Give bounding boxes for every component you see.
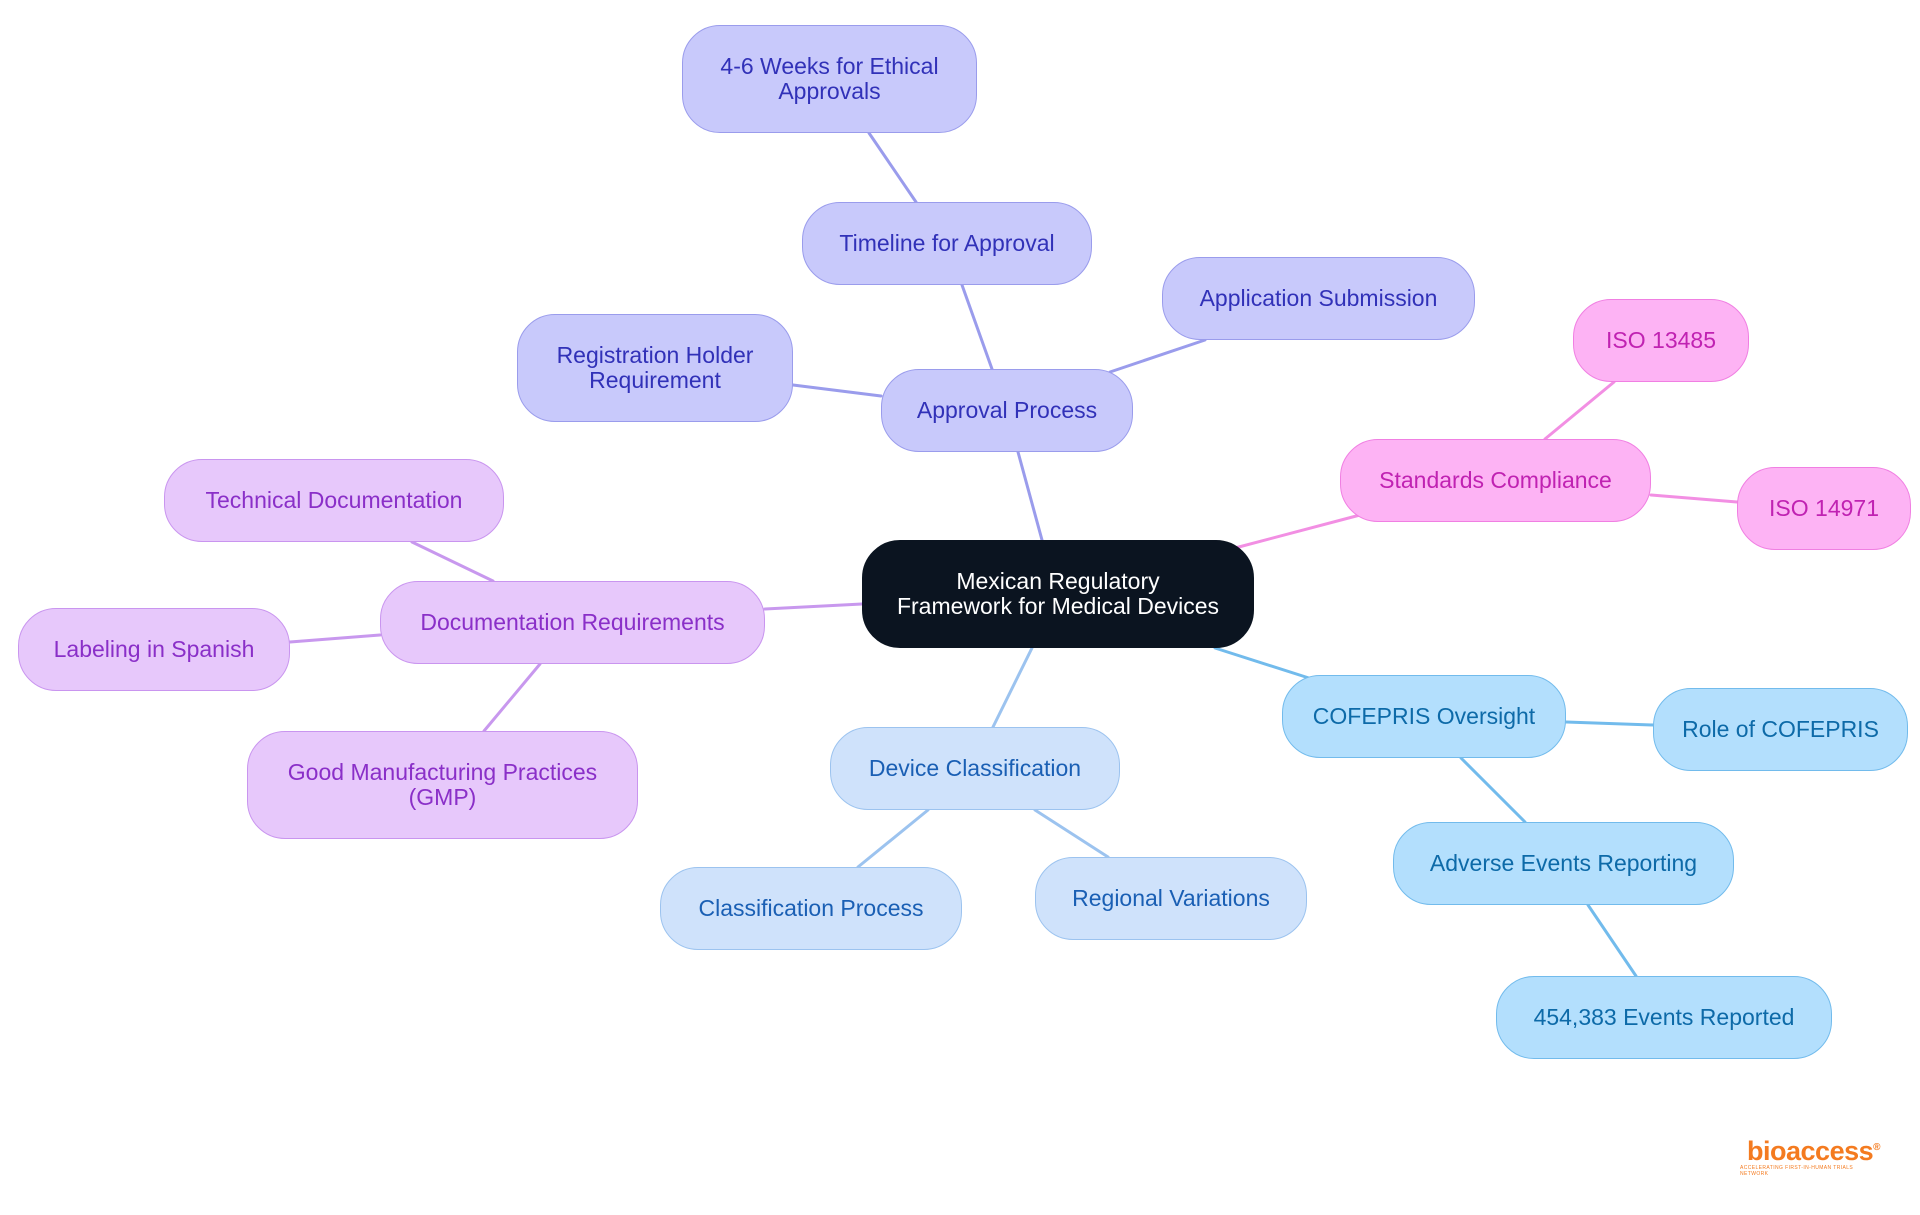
- gmp-node: Good Manufacturing Practices (GMP): [247, 731, 638, 839]
- edge-approval-application: [1108, 338, 1207, 374]
- approval-process-node: Approval Process: [881, 369, 1133, 452]
- edge-root-cofepris: [1213, 646, 1314, 681]
- edge-root-approval: [1016, 450, 1044, 542]
- application-submission-node: Application Submission: [1162, 257, 1475, 340]
- edge-timeline-ethical: [867, 131, 918, 204]
- iso-14971-node: ISO 14971: [1737, 467, 1911, 550]
- role-of-cofepris-node: Role of COFEPRIS: [1653, 688, 1908, 771]
- logo-tagline: ACCELERATING FIRST-IN-HUMAN TRIALS NETWO…: [1740, 1165, 1854, 1177]
- edge-standards-iso13485: [1543, 380, 1616, 441]
- iso-13485-node: ISO 13485: [1573, 299, 1749, 382]
- edge-approval-timeline: [960, 283, 994, 371]
- adverse-events-reporting-node: Adverse Events Reporting: [1393, 822, 1734, 905]
- edge-approval-holder: [791, 383, 883, 398]
- regional-variations-node: Regional Variations: [1035, 857, 1307, 940]
- bioaccess-logo: bioaccess® ACCELERATING FIRST-IN-HUMAN T…: [1740, 1134, 1880, 1177]
- logo-wordmark: bioaccess®: [1747, 1136, 1880, 1166]
- standards-compliance-node: Standards Compliance: [1340, 439, 1651, 522]
- edge-documentation-labeling: [288, 633, 382, 644]
- labeling-in-spanish-node: Labeling in Spanish: [18, 608, 290, 691]
- timeline-for-approval-node: Timeline for Approval: [802, 202, 1092, 285]
- cofepris-oversight-node: COFEPRIS Oversight: [1282, 675, 1566, 758]
- technical-documentation-node: Technical Documentation: [164, 459, 504, 542]
- edge-cofepris-adverse: [1459, 756, 1527, 824]
- edge-standards-iso14971: [1649, 493, 1739, 504]
- events-reported-node: 454,383 Events Reported: [1496, 976, 1832, 1059]
- edge-device-classification: [856, 808, 930, 869]
- edge-documentation-gmp: [482, 662, 542, 733]
- edge-root-documentation: [763, 602, 864, 611]
- ethical-approvals-node: 4-6 Weeks for Ethical Approvals: [682, 25, 977, 133]
- root-node: Mexican Regulatory Framework for Medical…: [862, 540, 1254, 648]
- edge-cofepris-role: [1564, 720, 1655, 727]
- edge-root-device: [991, 646, 1034, 729]
- classification-process-node: Classification Process: [660, 867, 962, 950]
- device-classification-node: Device Classification: [830, 727, 1120, 810]
- edge-documentation-technical: [410, 540, 495, 583]
- edge-device-regional: [1033, 808, 1110, 859]
- edge-adverse-events: [1586, 903, 1638, 978]
- documentation-requirements-node: Documentation Requirements: [380, 581, 765, 664]
- registration-holder-node: Registration Holder Requirement: [517, 314, 793, 422]
- edge-root-standards: [1233, 513, 1362, 550]
